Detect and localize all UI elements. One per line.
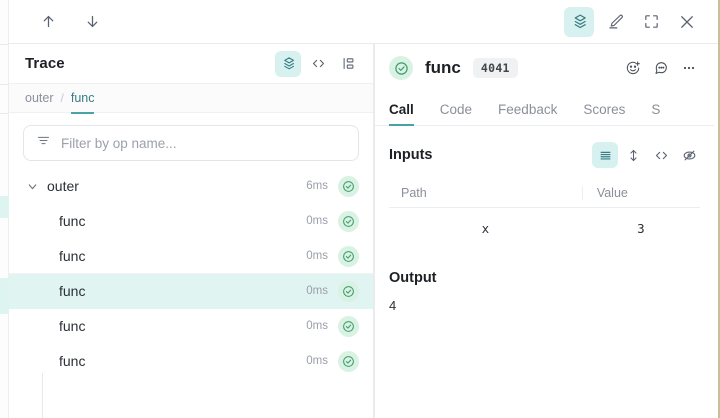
call-actions-group <box>620 55 702 81</box>
trace-panel: Trace outer / func <box>9 44 374 418</box>
stack-icon[interactable] <box>564 6 594 37</box>
table-row-selected[interactable]: func 0ms <box>9 274 373 309</box>
table-row[interactable]: x 3 <box>389 208 700 248</box>
tree-row-label: func <box>59 283 86 299</box>
table-row[interactable]: func 0ms <box>9 309 373 344</box>
tree-row-label: func <box>59 318 86 334</box>
table-header: Path Value <box>389 178 700 208</box>
status-success-icon <box>338 175 359 197</box>
input-value-cell: 3 <box>637 220 645 236</box>
table-row[interactable]: func 0ms <box>9 204 373 239</box>
tree-row-label: func <box>59 353 86 369</box>
edge-divider <box>0 84 9 85</box>
table-row[interactable]: func 0ms <box>9 239 373 274</box>
nav-down-icon[interactable] <box>77 7 107 37</box>
filter-container <box>9 113 373 169</box>
status-success-icon <box>338 280 359 302</box>
filter-icon <box>36 133 51 153</box>
filter-input[interactable] <box>61 135 346 151</box>
column-header-path: Path <box>401 185 427 200</box>
status-success-icon <box>338 210 359 232</box>
breadcrumb-separator: / <box>60 91 64 105</box>
tree-row-label: func <box>59 213 86 229</box>
code-icon[interactable] <box>305 51 331 77</box>
top-toolbar <box>9 0 718 44</box>
filter-box[interactable] <box>23 125 359 161</box>
tab-feedback[interactable]: Feedback <box>498 102 558 117</box>
expand-rows-icon[interactable] <box>620 142 646 168</box>
tree-icon[interactable] <box>335 51 361 77</box>
input-path-cell: x <box>481 220 490 236</box>
background-edge-strip <box>0 0 9 418</box>
tab-code[interactable]: Code <box>439 102 473 117</box>
fullscreen-icon[interactable] <box>636 7 666 37</box>
highlighter-icon[interactable] <box>600 7 630 37</box>
tree-indent-guide <box>42 373 43 418</box>
table-row[interactable]: outer 6ms <box>9 169 373 204</box>
status-success-icon <box>338 350 359 372</box>
output-title: Output <box>389 270 437 286</box>
inputs-table: Path Value x 3 <box>389 178 700 248</box>
breadcrumb: outer / func <box>9 84 373 114</box>
toolbar-action-group <box>564 6 718 37</box>
trace-panel-title: Trace <box>25 55 65 72</box>
inputs-title: Inputs <box>389 147 433 163</box>
comment-icon[interactable] <box>648 55 674 81</box>
call-detail-panel: func 4041 Call Code Feedback Scores S <box>375 44 714 418</box>
close-icon[interactable] <box>672 7 702 37</box>
emoji-add-icon[interactable] <box>620 55 646 81</box>
panel-divider[interactable] <box>374 44 375 418</box>
stack-icon[interactable] <box>275 50 301 77</box>
page-title: func <box>425 58 461 77</box>
status-success-icon <box>338 245 359 267</box>
output-value: 4 <box>389 298 397 313</box>
status-success-icon <box>389 56 413 80</box>
tree-row-duration: 0ms <box>306 320 328 332</box>
more-icon[interactable] <box>676 55 702 81</box>
tab-scores[interactable]: Scores <box>583 102 626 117</box>
tab-call[interactable]: Call <box>389 102 427 126</box>
edge-divider <box>0 113 9 114</box>
edge-highlight-band <box>0 278 9 314</box>
call-id-badge[interactable]: 4041 <box>472 58 518 78</box>
list-view-icon[interactable] <box>592 142 618 168</box>
column-header-value: Value <box>581 185 700 200</box>
edge-divider <box>0 44 9 45</box>
tree-row-duration: 6ms <box>306 180 328 192</box>
trace-view-mode-group <box>275 50 361 77</box>
hide-icon[interactable] <box>676 142 702 168</box>
tree-row-label: func <box>59 248 86 264</box>
breadcrumb-parent[interactable]: outer <box>25 91 54 105</box>
nav-up-icon[interactable] <box>33 7 63 37</box>
tree-row-duration: 0ms <box>306 250 328 262</box>
tree-row-duration: 0ms <box>306 285 328 297</box>
code-icon[interactable] <box>648 142 674 168</box>
inputs-section-header: Inputs <box>375 126 714 178</box>
table-row[interactable]: func 0ms <box>9 344 373 379</box>
detail-tabs: Call Code Feedback Scores S <box>375 92 714 126</box>
status-success-icon <box>338 315 359 337</box>
call-detail-header: func 4041 <box>375 44 714 92</box>
tree-row-duration: 0ms <box>306 355 328 367</box>
edge-highlight-band <box>0 196 9 218</box>
tree-row-label: outer <box>47 178 79 194</box>
toolbar-nav-group <box>9 7 107 37</box>
trace-tree: outer 6ms func 0ms func 0ms <box>9 169 373 418</box>
breadcrumb-current[interactable]: func <box>70 90 95 114</box>
inputs-view-mode-group <box>592 142 702 168</box>
tree-row-duration: 0ms <box>306 215 328 227</box>
trace-panel-header: Trace <box>9 44 373 84</box>
tab-truncated[interactable]: S <box>651 102 661 117</box>
chevron-down-icon[interactable] <box>23 180 41 193</box>
